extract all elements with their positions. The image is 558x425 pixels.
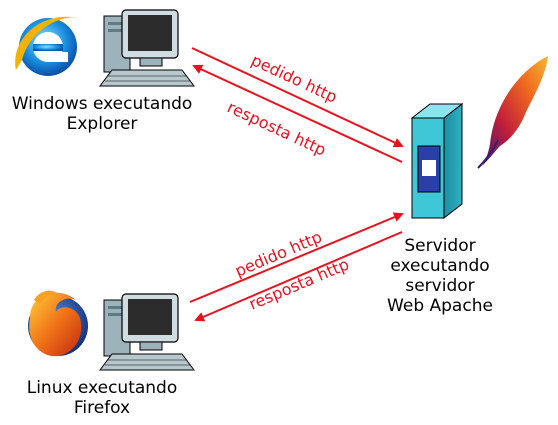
top-response-label: resposta http bbox=[224, 97, 329, 159]
server-icon bbox=[410, 102, 464, 220]
response-arrow bbox=[192, 64, 403, 163]
request-arrow bbox=[191, 47, 404, 148]
response-arrow bbox=[194, 231, 403, 322]
request-arrow bbox=[189, 212, 404, 303]
windows-label-line1: Windows executando bbox=[11, 94, 193, 114]
ie-logo-icon bbox=[15, 16, 81, 76]
server-label: Servidor executando servidor Web Apache bbox=[380, 236, 500, 316]
server-label-line3: servidor bbox=[405, 276, 475, 296]
computer-icon bbox=[99, 9, 195, 87]
windows-client-label: Windows executando Explorer bbox=[4, 94, 200, 134]
apache-feather-icon bbox=[477, 56, 548, 169]
linux-label-line2: Firefox bbox=[73, 398, 131, 418]
server-label-line2: executando bbox=[390, 256, 490, 276]
server-label-line1: Servidor bbox=[404, 236, 476, 256]
windows-label-line2: Explorer bbox=[66, 114, 138, 134]
computer-icon bbox=[99, 293, 195, 371]
linux-client-label: Linux executando Firefox bbox=[4, 378, 200, 418]
server-label-line4: Web Apache bbox=[387, 296, 493, 316]
firefox-logo-icon bbox=[28, 290, 88, 357]
linux-label-line1: Linux executando bbox=[26, 378, 178, 398]
